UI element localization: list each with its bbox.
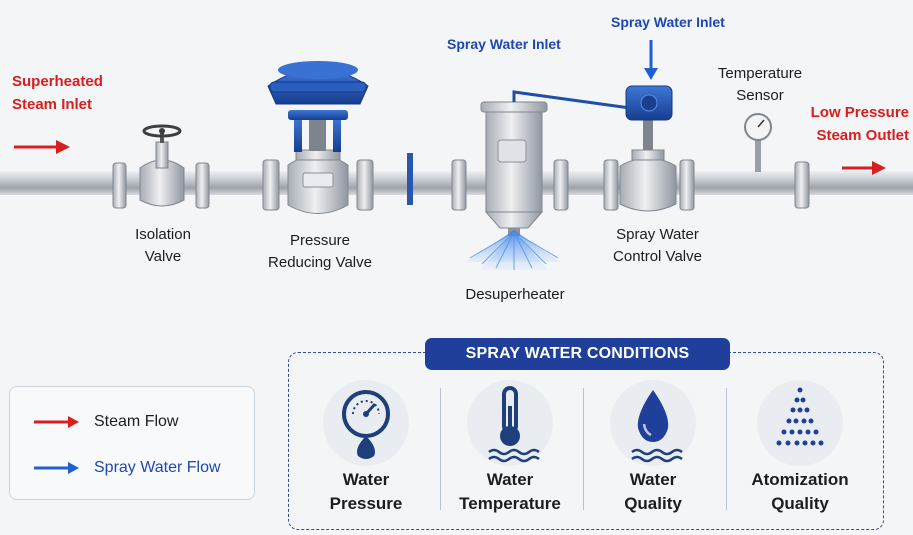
spray-water-inlet-label-2: Spray Water Inlet (611, 14, 725, 30)
divider (440, 388, 441, 510)
divider (583, 388, 584, 510)
spray-water-control-valve (619, 85, 677, 212)
pressure-reducing-valve (267, 61, 369, 214)
legend-spray-water-flow-label: Spray Water Flow (94, 459, 221, 476)
legend-spray-water-flow: Spray Water Flow (32, 456, 221, 480)
spray-water-line (512, 90, 631, 110)
desuperheater-label: Desuperheater (465, 286, 565, 303)
steam-outlet-arrow (842, 161, 886, 175)
spray-conditions-title: SPRAY WATER CONDITIONS (425, 338, 730, 370)
temperature-sensor (744, 113, 772, 172)
water-drop-icon (610, 380, 696, 466)
steam-inlet-arrow (14, 140, 70, 154)
legend-steam-flow-label: Steam Flow (94, 413, 179, 430)
pressure-gauge-icon (323, 380, 409, 466)
legend-steam-flow: Steam Flow (32, 410, 178, 434)
spray-streaks (469, 231, 559, 270)
spray-inlet-arrow (644, 40, 658, 80)
inline-fitting (407, 153, 413, 205)
desuperheater-vessel (480, 101, 548, 236)
blue-arrow-icon (34, 462, 79, 474)
legend-box: Steam Flow Spray Water Flow (9, 386, 255, 500)
thermometer-icon (467, 380, 553, 466)
divider (726, 388, 727, 510)
spray-cone-icon (757, 380, 843, 466)
red-arrow-icon (34, 416, 79, 428)
spray-water-inlet-label-1: Spray Water Inlet (447, 36, 561, 52)
pipe-flanges (112, 159, 810, 211)
isolation-valve (139, 124, 185, 207)
